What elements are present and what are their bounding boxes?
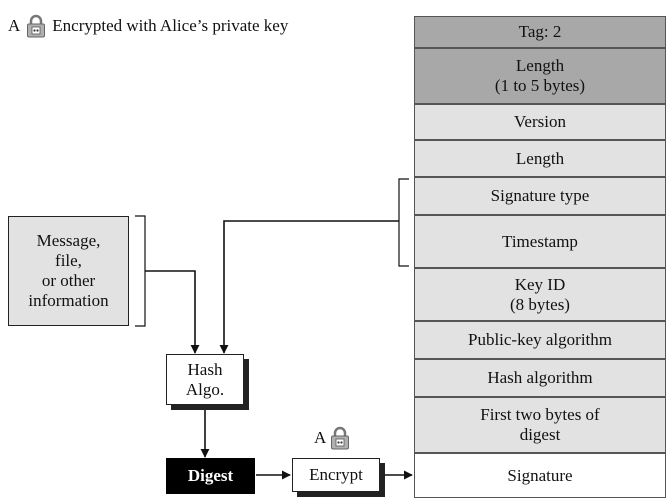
- field-label: Key ID(8 bytes): [510, 274, 570, 314]
- padlock-icon: [27, 14, 46, 38]
- field-label: Length(1 to 5 bytes): [494, 56, 586, 95]
- encrypt-key-label: A: [314, 426, 350, 450]
- field-version: Version: [414, 104, 666, 140]
- field-label: Length: [515, 148, 565, 168]
- field-label: Timestamp: [502, 231, 578, 251]
- field-label: Signature: [507, 465, 573, 485]
- field-label: Hash algorithm: [487, 368, 593, 387]
- legend-key-letter: A: [8, 16, 21, 35]
- digest-label: Digest: [187, 466, 234, 485]
- encrypt-key-letter: A: [314, 428, 327, 447]
- digest-box: Digest: [166, 458, 255, 494]
- field-signature: Signature: [414, 453, 666, 498]
- field-label: Signature type: [490, 186, 590, 205]
- encrypt-box: Encrypt: [292, 458, 380, 492]
- field-timestamp: Timestamp: [414, 215, 666, 268]
- legend: A Encrypted with Alice’s private key: [8, 14, 288, 38]
- field-hash-algorithm: Hash algorithm: [414, 359, 666, 397]
- field-public-key-algorithm: Public-key algorithm: [414, 321, 666, 359]
- fields-to-hash-arrow: [219, 220, 399, 354]
- legend-text: Encrypted with Alice’s private key: [52, 16, 289, 35]
- message-bracket: [135, 215, 146, 327]
- field-label: Tag: 2: [518, 22, 562, 41]
- padlock-icon: [331, 426, 350, 450]
- field-tag: Tag: 2: [414, 16, 666, 48]
- encrypt-label: Encrypt: [309, 465, 363, 484]
- field-label: Public-key algorithm: [467, 330, 612, 349]
- field-length: Length: [414, 140, 666, 177]
- message-to-hash-arrow: [145, 270, 200, 354]
- field-signature-type: Signature type: [414, 177, 666, 215]
- field-length-1-to-5-bytes: Length(1 to 5 bytes): [414, 48, 666, 104]
- fields-bracket: [398, 178, 409, 267]
- field-key-id: Key ID(8 bytes): [414, 268, 666, 321]
- field-label: Version: [514, 112, 566, 131]
